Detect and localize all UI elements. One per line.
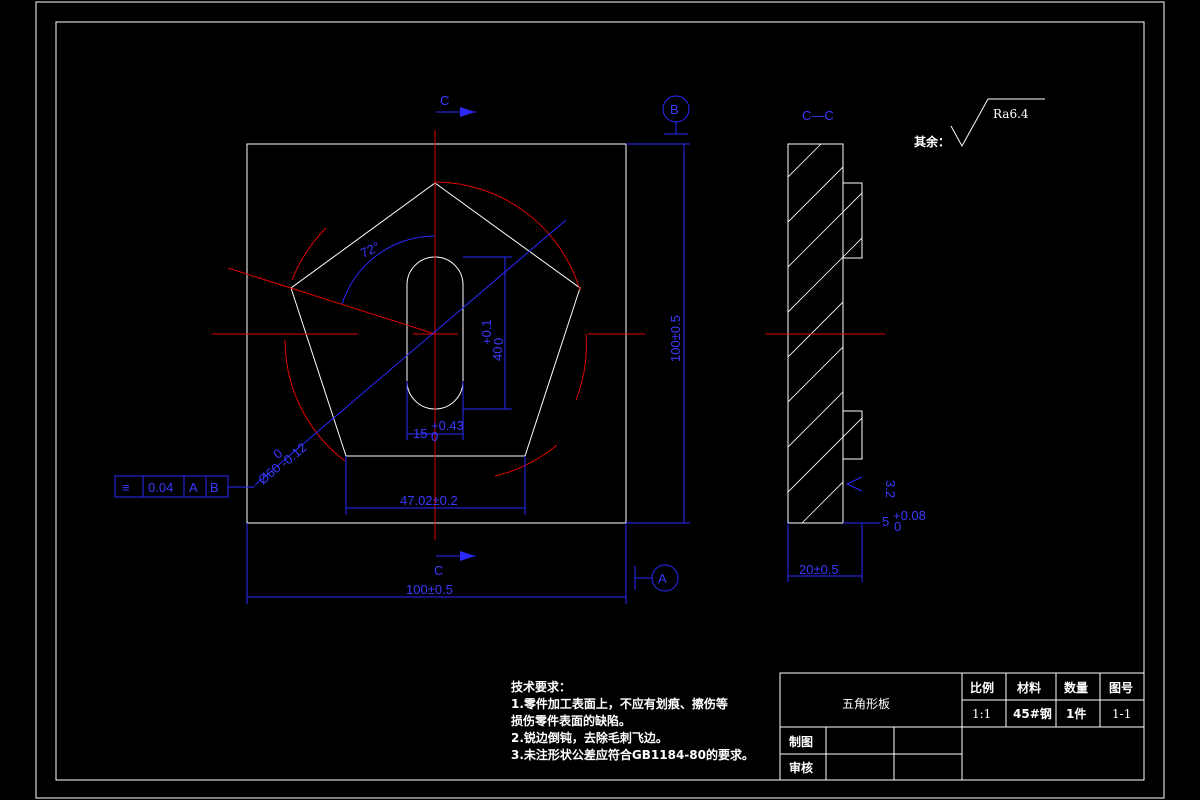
header-quantity: 数量 [1064,680,1088,695]
slot-width-text: 15 [413,426,427,441]
tolerance-value: 0.04 [148,480,173,495]
sheet-inner-border [55,21,1145,781]
angle-reference-line [227,267,436,335]
slot-width-tol-low: 0 [431,429,438,444]
circle-arc-left [291,227,327,281]
section-label-top: C [440,93,449,108]
datum-a-circle [651,564,679,592]
height-dim-text: 100±0.5 [668,315,683,362]
step-dim-text: 5 [882,514,889,529]
angle-dimension-arc [341,235,436,305]
section-view-title: C—C [802,108,834,123]
tolerance-datum-1: A [189,480,198,495]
tech-req-title: 技术要求： [511,679,571,694]
local-roughness-symbol [845,476,863,492]
front-view: C C B 72° 40 +0.1 0 15 +0.43 0 Ø60 0 -0. [114,93,690,604]
tolerance-datum-2: B [210,480,219,495]
section-label-bottom: C [434,563,443,578]
tech-requirements: 技术要求： 1.零件加工表面上，不应有划痕、擦伤等 损伤零件表面的缺陷。 2.锐… [511,679,754,762]
part-name: 五角形板 [842,697,890,711]
roughness-other-value: Ra6.4 [993,107,1029,121]
diameter-leader-line [254,219,567,486]
value-drawing-no: 1-1 [1112,707,1131,721]
value-quantity: 1件 [1066,706,1086,721]
circle-arc-bottom-right [494,444,558,477]
slot-width-tol-up: +0.43 [431,418,464,433]
slot-length-text: 40 [490,347,505,361]
circle-arc-right [575,333,587,401]
roughness-icon [950,98,1045,148]
header-drawing-no: 图号 [1109,680,1133,695]
value-material: 45#钢 [1013,706,1052,721]
roughness-note: 其余： Ra6.4 [914,98,1045,149]
sheet-outer-border [35,1,1165,799]
thickness-dim-text: 20±0.5 [799,562,839,577]
roughness-other-label: 其余： [914,134,950,149]
tech-req-line-1: 1.零件加工表面上，不应有划痕、擦伤等 [511,696,728,711]
circle-arc-bottom-left [284,339,346,462]
circle-arc-top-right [434,181,581,291]
section-view: C—C 3.2 5 +0.08 0 [765,108,926,582]
diameter-tol-low: -0.12 [277,440,309,471]
checked-by-label: 审核 [789,760,813,775]
slot-length-tol-low: 0 [491,338,506,345]
datum-b-label: B [670,102,679,117]
symmetry-icon: ≡ [122,480,130,495]
tech-req-line-2: 损伤零件表面的缺陷。 [511,713,631,728]
tolerance-frame: ≡ 0.04 A B [114,475,255,498]
step-tol-low: 0 [894,519,901,534]
header-material: 材料 [1016,680,1041,695]
section-arrow-top-head [460,107,475,117]
header-scale: 比例 [970,680,994,695]
title-block: 五角形板 比例 材料 数量 图号 1:1 45#钢 1件 1-1 制图 审核 [779,672,1145,781]
slot-length-tol-up: +0.1 [479,319,494,345]
section-hatching [788,144,862,523]
tech-req-line-4: 3.未注形状公差应符合GB1184-80的要求。 [511,747,754,762]
datum-a-label: A [658,571,667,586]
tech-req-line-3: 2.锐边倒钝，去除毛刺飞边。 [511,730,668,745]
local-roughness-value: 3.2 [883,480,898,498]
drawn-by-label: 制图 [789,734,813,749]
width-dim-text: 100±0.5 [406,582,453,597]
angle-dimension-text: 72° [358,239,382,261]
step-tol-up: +0.08 [893,508,926,523]
section-arrow-bottom-head [460,551,475,561]
value-scale: 1:1 [972,707,991,721]
base-dim-text: 47.02±0.2 [400,493,458,508]
